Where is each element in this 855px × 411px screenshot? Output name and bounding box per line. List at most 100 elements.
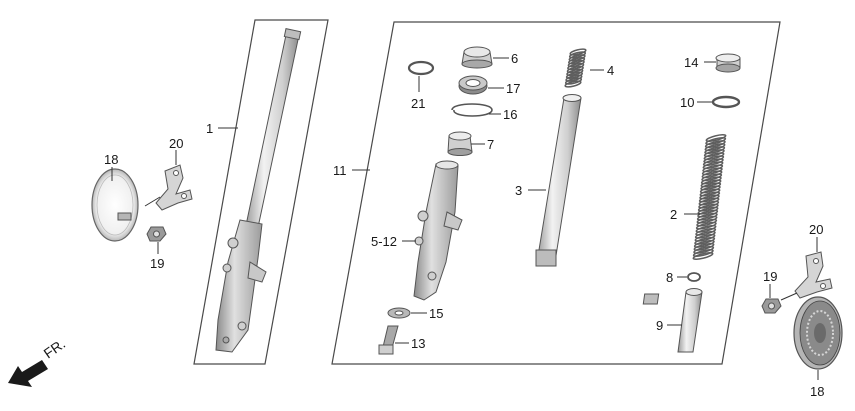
spring2-coil	[696, 212, 718, 221]
spring2-coil	[703, 149, 725, 158]
fork-mount-boss-upper	[227, 237, 239, 249]
callout-11: 11	[333, 163, 347, 178]
callout-8: 8	[666, 270, 673, 285]
connector-right	[780, 292, 798, 301]
spring4-coil	[569, 48, 587, 56]
reflector-18-right	[793, 296, 843, 370]
callout-5-12: 5-12	[371, 234, 397, 249]
spring4-coil	[567, 62, 585, 71]
fork-spring-2	[692, 134, 727, 260]
reflector-18-left	[91, 168, 139, 242]
spring2-coil	[701, 167, 723, 176]
spring2-coil	[697, 209, 719, 218]
callout-2: 2	[670, 207, 677, 222]
bracket-20-right	[794, 251, 833, 299]
spring2-coil	[699, 188, 721, 197]
callout-21: 21	[411, 96, 425, 111]
spring2-coil	[700, 182, 722, 191]
callout-9: 9	[656, 318, 663, 333]
spring-seat-14	[715, 53, 741, 73]
callout-7: 7	[487, 137, 494, 152]
spring4-coil	[567, 59, 585, 68]
spring2-coil	[703, 152, 725, 161]
spring4-coil	[565, 74, 583, 82]
left-fork-frame	[193, 19, 329, 365]
spring2-coil	[698, 197, 720, 206]
callout-18-right: 18	[810, 384, 824, 399]
spring4-coil	[565, 71, 583, 79]
spring2-coil	[700, 176, 722, 185]
spring4-coil	[564, 80, 582, 88]
spring4-coil	[566, 65, 584, 74]
spring2-coil	[699, 185, 721, 194]
callout-4: 4	[607, 63, 614, 78]
callout-13: 13	[411, 336, 425, 351]
spring2-coil	[698, 194, 720, 203]
callout-14: 14	[684, 55, 698, 70]
spring2-coil	[705, 137, 727, 145]
spring2-coil	[701, 173, 723, 182]
fork-drain-bolt	[222, 336, 230, 344]
spring2-coil	[703, 155, 725, 164]
fork-cap-6	[461, 46, 493, 69]
callout-17: 17	[506, 81, 520, 96]
washer-15	[387, 307, 411, 319]
spring2-coil	[696, 218, 718, 227]
spring2-coil	[701, 170, 723, 179]
callout-3: 3	[515, 183, 522, 198]
spring4-coil	[566, 68, 584, 77]
spring2-coil	[697, 203, 719, 212]
spring2-coil	[694, 233, 716, 242]
o-ring-10	[711, 95, 741, 109]
outer-slider-5-12	[413, 160, 463, 301]
oil-seal-17	[458, 75, 488, 95]
fork-top-cap	[283, 28, 302, 41]
damper-spring-4	[564, 48, 587, 88]
spring2-coil	[694, 236, 716, 245]
callout-1: 1	[206, 121, 213, 136]
spring2-coil	[692, 249, 714, 257]
damper-rod-9	[642, 288, 703, 353]
spring2-coil	[700, 179, 722, 188]
front-fork-leg-assembly	[215, 28, 302, 353]
spring2-coil	[695, 227, 717, 236]
bracket-20-left	[155, 164, 193, 211]
exploded-parts-frame	[331, 21, 781, 365]
front-direction-label: FR.	[41, 335, 69, 361]
connector-left	[144, 196, 161, 207]
spring2-coil	[695, 221, 717, 230]
bolt-13	[378, 325, 399, 355]
spring2-coil	[704, 140, 726, 149]
snap-ring-21	[407, 60, 435, 76]
spring2-coil	[704, 143, 726, 152]
spring2-coil	[705, 134, 727, 142]
callout-20-left: 20	[169, 136, 183, 151]
spring4-coil	[568, 54, 586, 62]
callout-10: 10	[680, 95, 694, 110]
nut-19-right	[761, 298, 782, 314]
spring2-coil	[693, 242, 715, 251]
fork-caliper-bracket	[247, 261, 267, 283]
spring4-coil	[568, 57, 586, 65]
callout-19-right: 19	[763, 269, 777, 284]
spring2-coil	[692, 252, 714, 260]
spring4-coil	[568, 51, 587, 59]
spring2-coil	[696, 215, 718, 224]
spring2-coil	[694, 230, 716, 239]
callout-15: 15	[429, 306, 443, 321]
ring-8	[687, 272, 701, 282]
spring2-coil	[702, 164, 724, 173]
spring2-coil	[702, 158, 724, 167]
spring2-coil	[695, 224, 717, 233]
fork-axle-boss	[237, 321, 247, 331]
spring2-coil	[697, 206, 719, 215]
fork-outer-slider	[215, 219, 263, 353]
spring2-coil	[702, 161, 724, 170]
callout-6: 6	[511, 51, 518, 66]
dust-seal-7	[447, 131, 473, 156]
nut-19-left	[146, 226, 167, 242]
callout-18-left: 18	[104, 152, 118, 167]
front-direction-arrow-icon	[8, 360, 48, 387]
